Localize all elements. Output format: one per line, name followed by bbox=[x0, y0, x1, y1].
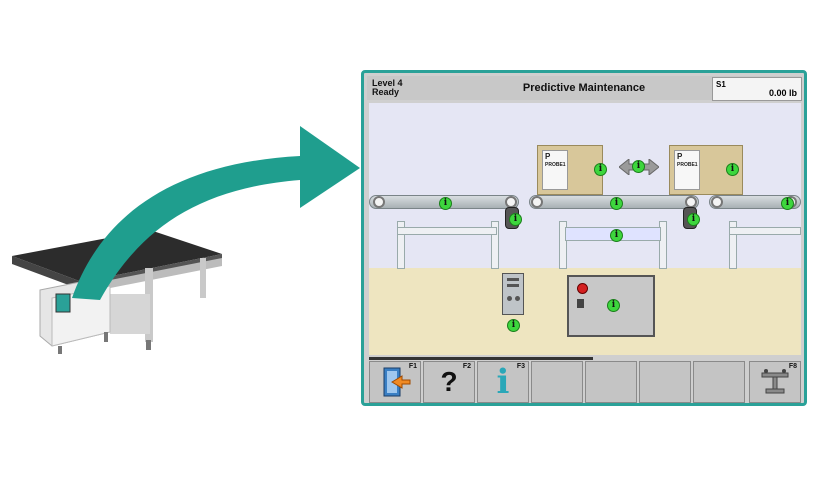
package-label-letter: P bbox=[545, 152, 551, 161]
info-icon[interactable]: i bbox=[607, 299, 620, 312]
conveyor-leg bbox=[397, 221, 405, 269]
status-area: Level 4 Ready bbox=[372, 79, 403, 97]
package-label: P PROBE1 bbox=[674, 150, 700, 190]
scale-label: S1 bbox=[716, 80, 726, 89]
function-key-bar: F1 F2 ? F3 i F8 bbox=[367, 361, 803, 405]
function-key-empty[interactable] bbox=[693, 361, 745, 403]
info-icon[interactable]: i bbox=[726, 163, 739, 176]
hmi-panel: Level 4 Ready Predictive Maintenance S1 … bbox=[361, 70, 807, 406]
package-label-code: PROBE1 bbox=[677, 162, 698, 168]
package: P PROBE1 bbox=[669, 145, 743, 195]
conveyor-leg bbox=[491, 221, 499, 269]
info-icon[interactable]: i bbox=[439, 197, 452, 210]
info-icon[interactable]: i bbox=[632, 160, 645, 173]
machine-diagram: P PROBE1 P PROBE1 i i i i bbox=[369, 103, 801, 355]
info-icon: i bbox=[496, 362, 510, 402]
scale-readout[interactable]: S1 0.00 lb bbox=[712, 77, 802, 101]
f2-help-button[interactable]: F2 ? bbox=[423, 361, 475, 403]
conveyor-crossbar bbox=[397, 227, 497, 235]
fkey-label: F2 bbox=[462, 363, 471, 370]
f8-scale-button[interactable]: F8 bbox=[749, 361, 801, 403]
roller bbox=[373, 196, 385, 208]
roller bbox=[711, 196, 723, 208]
power-switch[interactable] bbox=[577, 299, 584, 308]
status-text: Ready bbox=[372, 87, 400, 97]
control-cabinet bbox=[567, 275, 655, 337]
scale-value: 0.00 lb bbox=[768, 88, 797, 98]
info-icon[interactable]: i bbox=[781, 197, 794, 210]
package-label-code: PROBE1 bbox=[545, 162, 566, 168]
conveyor-crossbar bbox=[729, 227, 801, 235]
function-key-empty[interactable] bbox=[639, 361, 691, 403]
info-icon[interactable]: i bbox=[687, 213, 700, 226]
scale-icon bbox=[750, 362, 800, 402]
pointer-arrow bbox=[72, 126, 360, 300]
conveyor-leg bbox=[659, 221, 667, 269]
conveyor-leg bbox=[729, 221, 737, 269]
question-mark-icon: ? bbox=[440, 366, 458, 397]
function-key-empty[interactable] bbox=[531, 361, 583, 403]
exit-door-icon bbox=[370, 362, 420, 402]
fkey-label: F3 bbox=[516, 363, 525, 370]
f1-exit-button[interactable]: F1 bbox=[369, 361, 421, 403]
package-label: P PROBE1 bbox=[542, 150, 568, 190]
package-label-letter: P bbox=[677, 152, 683, 161]
info-icon[interactable]: i bbox=[507, 319, 520, 332]
page-title: Predictive Maintenance bbox=[522, 82, 646, 94]
hmi-header: Level 4 Ready Predictive Maintenance S1 … bbox=[367, 76, 802, 101]
info-icon[interactable]: i bbox=[610, 229, 623, 242]
outfeed-conveyor bbox=[709, 195, 801, 209]
f3-info-button[interactable]: F3 i bbox=[477, 361, 529, 403]
io-module bbox=[502, 273, 524, 315]
conveyor-leg bbox=[559, 221, 567, 269]
info-icon[interactable]: i bbox=[594, 163, 607, 176]
emergency-stop-button[interactable] bbox=[577, 283, 588, 294]
info-icon[interactable]: i bbox=[610, 197, 623, 210]
package: P PROBE1 bbox=[537, 145, 603, 195]
scrollbar[interactable] bbox=[369, 357, 593, 360]
function-key-empty[interactable] bbox=[585, 361, 637, 403]
roller bbox=[531, 196, 543, 208]
fkey-label: F1 bbox=[408, 363, 417, 370]
level-text: Level 4 bbox=[372, 78, 403, 88]
fkey-label: F8 bbox=[788, 363, 797, 370]
info-icon[interactable]: i bbox=[509, 213, 522, 226]
